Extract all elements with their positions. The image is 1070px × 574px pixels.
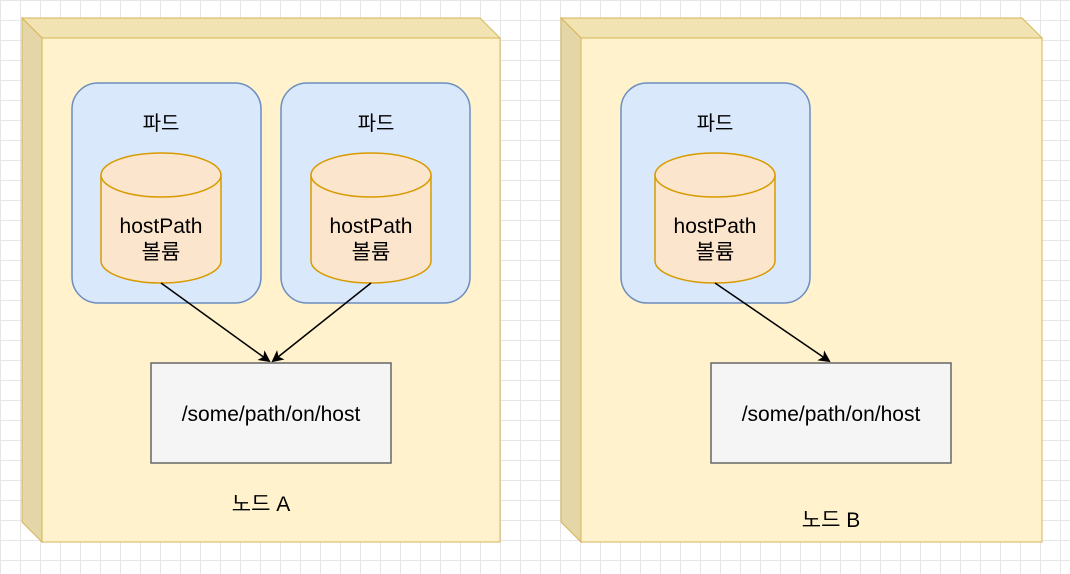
node-a-side-face (21, 16, 43, 544)
pod-a1[interactable]: 파드 hostPath 볼륨 (71, 82, 262, 304)
host-path-box (710, 362, 952, 464)
arrow-volume-b1-to-host-path (714, 282, 831, 363)
pod-title: 파드 (358, 112, 395, 135)
pod-title: 파드 (143, 112, 180, 135)
volume-cylinder-top (310, 152, 432, 198)
host-path-a[interactable]: /some/path/on/host (150, 362, 392, 464)
volume-label-line2: 볼륨 (142, 241, 181, 264)
node-b-label: 노드 B (802, 509, 860, 532)
volume-label-line1: hostPath (120, 215, 203, 238)
hostpath-volume[interactable]: hostPath 볼륨 (100, 152, 222, 284)
node-a-top-face (20, 17, 502, 39)
pod-title: 파드 (697, 112, 734, 135)
volume-label-line2: 볼륨 (696, 241, 735, 264)
hostpath-volume[interactable]: hostPath 볼륨 (310, 152, 432, 284)
host-path-text: /some/path/on/host (182, 403, 361, 426)
host-path-b[interactable]: /some/path/on/host (710, 362, 952, 464)
host-path-box (150, 362, 392, 464)
volume-cylinder-top (654, 152, 776, 198)
pod-b1[interactable]: 파드 hostPath 볼륨 (620, 82, 811, 304)
node-a-label: 노드 A (232, 493, 290, 516)
volume-label-line2: 볼륨 (352, 241, 391, 264)
arrow-volume-a1-to-host-path (160, 282, 271, 363)
volume-cylinder-top (100, 152, 222, 198)
hostpath-volume[interactable]: hostPath 볼륨 (654, 152, 776, 284)
arrow-volume-a2-to-host-path (271, 282, 372, 363)
host-path-text: /some/path/on/host (742, 403, 921, 426)
volume-label-line1: hostPath (330, 215, 413, 238)
node-b-side-face (560, 16, 582, 544)
node-b-top-face (559, 17, 1044, 39)
pod-a2[interactable]: 파드 hostPath 볼륨 (280, 82, 471, 304)
volume-label-line1: hostPath (674, 215, 757, 238)
